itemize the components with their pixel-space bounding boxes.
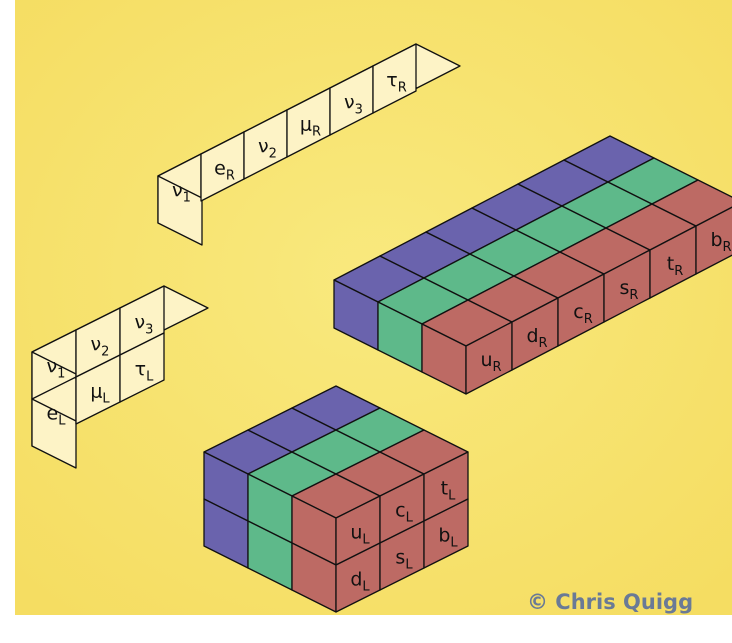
lepton-label-ν2: ν2 xyxy=(91,334,110,360)
lepton-label-ν2: ν2 xyxy=(258,136,277,162)
lepton-label-ν3: ν3 xyxy=(135,312,154,338)
left-handed-lepton-block: ν1 ν2 ν3 eL μL τL xyxy=(31,285,209,469)
lepton-label-eR: eR xyxy=(214,158,235,184)
quark-label-dR: dR xyxy=(526,325,547,351)
quark-label-tL: tL xyxy=(441,478,456,504)
quark-label-uR: uR xyxy=(480,349,501,375)
quark-label-cL: cL xyxy=(395,500,413,526)
lepton-label-τR: τR xyxy=(386,70,407,96)
lepton-label-ν1: ν1 xyxy=(172,180,191,206)
quark-label-sR: sR xyxy=(620,277,639,303)
lepton-label-eL: eL xyxy=(47,403,67,429)
cube-front-face xyxy=(119,332,165,403)
quark-top-face xyxy=(651,179,732,227)
quark-label-cR: cR xyxy=(573,301,593,327)
quark-front-face xyxy=(423,498,469,569)
lepton-label-μL: μL xyxy=(90,381,110,407)
lepton-label-μR: μR xyxy=(300,114,321,140)
quark-label-bR: bR xyxy=(710,229,731,255)
quark-label-sL: sL xyxy=(395,547,413,573)
cube-side-face xyxy=(157,175,203,246)
quark-label-dL: dL xyxy=(350,569,370,595)
quark-front-face xyxy=(695,206,732,275)
quark-label-bL: bL xyxy=(438,525,458,551)
cube-front-face xyxy=(372,43,417,114)
lepton-label-ν3: ν3 xyxy=(344,92,363,118)
cube-side-face xyxy=(31,398,77,469)
lepton-label-τL: τL xyxy=(135,359,154,385)
lepton-label-ν1: ν1 xyxy=(47,356,66,382)
right-handed-quark-slab: uR dR cR sR tR bR xyxy=(333,135,732,395)
copyright-credit: © Chris Quigg xyxy=(527,590,693,614)
quark-label-uL: uL xyxy=(350,522,370,548)
quark-label-tR: tR xyxy=(667,253,684,279)
right-handed-lepton-row: ν1 eR ν2 μR ν3 τR xyxy=(157,43,461,246)
left-handed-quark-block: uL cL tL dL sL bL xyxy=(203,385,469,613)
